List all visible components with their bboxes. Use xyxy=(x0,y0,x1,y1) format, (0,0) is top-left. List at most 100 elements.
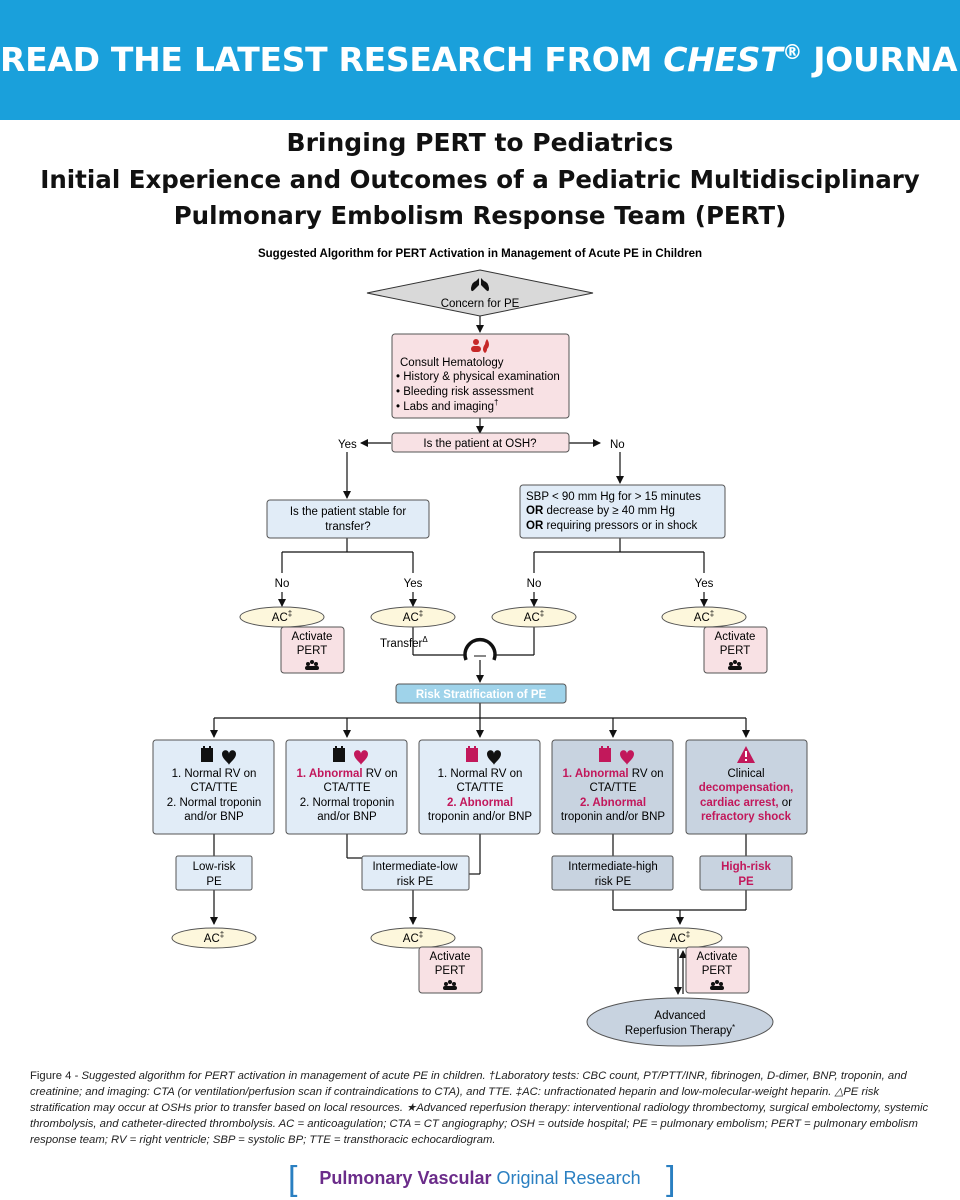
banner-journal: CHEST xyxy=(663,40,783,79)
heart-icon xyxy=(487,750,501,765)
svg-text:troponin and/or BNP: troponin and/or BNP xyxy=(428,811,533,823)
svg-text:1. Abnormal RV on: 1. Abnormal RV on xyxy=(297,768,398,780)
sbp-no-label: No xyxy=(527,578,542,590)
banner-registered: ® xyxy=(782,40,803,64)
svg-text:and/or BNP: and/or BNP xyxy=(184,811,244,823)
ac-oval-stable-no: AC‡ xyxy=(239,606,325,628)
ac-oval-intermediate-low: AC‡ xyxy=(370,927,456,949)
heart-icon xyxy=(354,750,368,765)
stable-question-line2: transfer? xyxy=(325,521,370,533)
activate-pert-box-left: Activate PERT xyxy=(280,626,345,674)
svg-text:risk PE: risk PE xyxy=(595,876,632,888)
ac-oval-sbp-yes: AC‡ xyxy=(661,606,747,628)
svg-text:CTA/TTE: CTA/TTE xyxy=(190,782,237,794)
intermediate-high-box: Intermediate-high risk PE xyxy=(551,855,674,891)
svg-text:refractory shock: refractory shock xyxy=(701,811,792,823)
svg-text:PERT: PERT xyxy=(435,965,465,977)
footer-section-label: [ Pulmonary Vascular Original Research ] xyxy=(0,1160,960,1200)
svg-text:and/or BNP: and/or BNP xyxy=(317,811,377,823)
svg-text:risk PE: risk PE xyxy=(397,876,434,888)
ac-oval-low-risk: AC‡ xyxy=(171,927,257,949)
svg-text:PERT: PERT xyxy=(297,645,327,657)
osh-question-box xyxy=(391,432,570,453)
stable-yes-label: Yes xyxy=(404,578,423,590)
transfer-label: TransferΔ xyxy=(380,635,428,650)
stable-no-label: No xyxy=(275,578,290,590)
osh-no-label: No xyxy=(610,439,625,451)
svg-text:AC‡: AC‡ xyxy=(524,609,544,624)
team-icon xyxy=(443,980,457,990)
labs-icon xyxy=(201,746,213,762)
article-titles: Bringing PERT to Pediatrics Initial Expe… xyxy=(0,124,960,234)
osh-yes-label: Yes xyxy=(338,439,357,451)
svg-text:1. Normal RV on: 1. Normal RV on xyxy=(438,768,523,780)
svg-text:PE: PE xyxy=(206,876,222,888)
ac-oval-high: AC‡ xyxy=(637,927,723,949)
labs-icon xyxy=(333,746,345,762)
team-icon xyxy=(728,660,742,670)
article-subtitle-line2: Pulmonary Embolism Response Team (PERT) xyxy=(173,201,787,230)
svg-text:1. Abnormal RV on: 1. Abnormal RV on xyxy=(563,768,664,780)
svg-text:Clinical: Clinical xyxy=(727,768,764,780)
sbp-line1: SBP < 90 mm Hg for > 15 minutes xyxy=(526,491,701,503)
svg-text:Activate: Activate xyxy=(715,631,756,643)
svg-text:CTA/TTE: CTA/TTE xyxy=(323,782,370,794)
footer-left-bracket: [ xyxy=(288,1160,298,1198)
svg-text:AC‡: AC‡ xyxy=(694,609,714,624)
svg-text:Reperfusion Therapy*: Reperfusion Therapy* xyxy=(625,1023,735,1037)
stable-transfer-box xyxy=(266,499,430,539)
intermediate-low-box: Intermediate-low risk PE xyxy=(361,855,470,891)
svg-text:PE: PE xyxy=(738,876,754,888)
heart-icon xyxy=(222,750,236,765)
risk-box-normal-normal: 1. Normal RV on CTA/TTE 2. Normal tropon… xyxy=(152,739,275,835)
team-icon xyxy=(710,980,724,990)
risk-box-abnormal-troponin: 1. Normal RV on CTA/TTE 2. Abnormal trop… xyxy=(418,739,541,835)
heart-icon xyxy=(620,750,634,765)
banner-suffix: JOURNAL xyxy=(813,40,960,79)
pert-algorithm-diagram: Suggested Algorithm for PERT Activation … xyxy=(152,248,808,1047)
sbp-yes-label: Yes xyxy=(695,578,714,590)
consult-heading: Consult Hematology xyxy=(400,357,504,369)
article-subtitle-line1: Initial Experience and Outcomes of a Ped… xyxy=(40,165,920,194)
footer-original-research: Original Research xyxy=(491,1168,641,1188)
consult-hematology-box xyxy=(391,333,570,419)
banner-prefix: READ THE LATEST RESEARCH FROM xyxy=(0,40,664,79)
warning-icon xyxy=(737,746,755,763)
svg-text:2. Normal troponin: 2. Normal troponin xyxy=(167,797,262,809)
risk-box-abnormal-both: 1. Abnormal RV on CTA/TTE 2. Abnormal tr… xyxy=(551,739,674,835)
lungs-icon xyxy=(471,278,489,292)
sbp-line2: OR decrease by ≥ 40 mm Hg xyxy=(526,505,675,517)
labs-icon xyxy=(599,746,611,762)
svg-text:2. Normal troponin: 2. Normal troponin xyxy=(300,797,395,809)
activate-pert-box-intermediate-low: Activate PERT xyxy=(418,946,483,994)
advanced-reperfusion-ellipse: Advanced Reperfusion Therapy* xyxy=(586,997,774,1047)
concern-diamond xyxy=(366,269,594,317)
high-risk-box: High-risk PE xyxy=(699,855,793,891)
footer-text: Pulmonary Vascular Original Research xyxy=(0,1168,960,1189)
stable-question-line1: Is the patient stable for xyxy=(290,506,407,518)
risk-stratification-bar xyxy=(395,683,567,704)
svg-text:cardiac arrest, or: cardiac arrest, or xyxy=(700,797,792,809)
svg-text:Low-risk: Low-risk xyxy=(193,861,236,873)
svg-text:CTA/TTE: CTA/TTE xyxy=(456,782,503,794)
consult-item-bleeding: • Bleeding risk assessment xyxy=(396,386,534,398)
svg-text:Activate: Activate xyxy=(697,951,738,963)
svg-text:decompensation,: decompensation, xyxy=(699,782,794,794)
footer-pulmonary-vascular: Pulmonary Vascular xyxy=(319,1168,492,1188)
activate-pert-box-right: Activate PERT xyxy=(703,626,768,674)
merge-junction xyxy=(463,637,497,661)
diagram-title: Suggested Algorithm for PERT Activation … xyxy=(258,248,702,260)
svg-text:Activate: Activate xyxy=(430,951,471,963)
svg-text:AC‡: AC‡ xyxy=(403,930,423,945)
svg-text:PERT: PERT xyxy=(720,645,750,657)
svg-text:AC‡: AC‡ xyxy=(204,930,224,945)
ac-oval-stable-yes: AC‡ xyxy=(370,606,456,628)
svg-text:Intermediate-high: Intermediate-high xyxy=(568,861,658,873)
osh-question: Is the patient at OSH? xyxy=(423,438,536,450)
svg-text:CTA/TTE: CTA/TTE xyxy=(589,782,636,794)
svg-text:PERT: PERT xyxy=(702,965,732,977)
header-banner: READ THE LATEST RESEARCH FROM CHEST® JOU… xyxy=(0,0,960,120)
figure-caption: Figure 4 - Suggested algorithm for PERT … xyxy=(30,1068,930,1148)
footer-right-bracket: ] xyxy=(666,1160,676,1198)
caption-text: Suggested algorithm for PERT activation … xyxy=(30,1070,929,1146)
